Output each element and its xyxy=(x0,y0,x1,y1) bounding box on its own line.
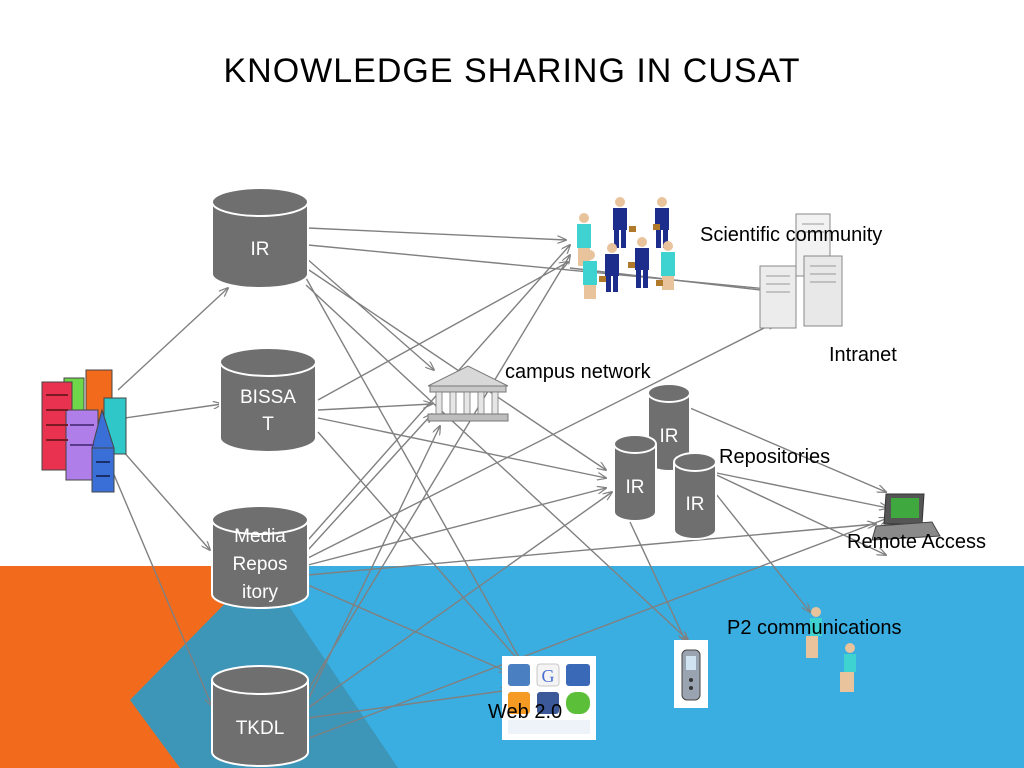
label-intranet: Intranet xyxy=(829,344,897,366)
arrow xyxy=(317,404,432,411)
label-repositories: Repositories xyxy=(719,446,831,468)
mobile-phone-icon xyxy=(674,640,708,708)
arrow xyxy=(307,690,510,719)
arrow xyxy=(111,469,212,706)
cylinder-label: Repos xyxy=(233,554,288,575)
cylinder-tkdl: TKDL xyxy=(211,665,309,767)
laptop-icon xyxy=(871,493,941,541)
arrow xyxy=(307,255,570,691)
person-icon xyxy=(806,607,822,658)
label-remote-access: Remote Access xyxy=(847,531,986,553)
cylinder-label: IR xyxy=(251,239,270,260)
cylinder-ir: IR xyxy=(211,187,309,289)
repository-label: IR xyxy=(626,477,645,498)
repository-label: IR xyxy=(686,494,705,515)
campus-building-icon xyxy=(427,365,509,422)
arrows-group xyxy=(111,227,888,741)
arrow xyxy=(305,257,434,370)
arrow xyxy=(307,426,440,701)
server-tower-icon xyxy=(759,213,843,329)
web-2-logos-icon: G xyxy=(502,656,596,740)
arrow xyxy=(307,524,876,576)
arrow xyxy=(124,404,222,419)
arrow xyxy=(715,493,810,612)
arrow xyxy=(307,322,776,559)
cylinder-label: itory xyxy=(242,582,278,603)
cylinder-label: Media xyxy=(234,526,286,547)
arrow xyxy=(701,469,888,508)
label-scientific-community: Scientific community xyxy=(700,224,883,246)
svg-text:G: G xyxy=(542,666,555,686)
arrow xyxy=(307,414,432,551)
arrow xyxy=(303,518,888,741)
arrow xyxy=(305,277,526,670)
arrow xyxy=(307,227,566,240)
background-blue-shape xyxy=(262,566,1024,768)
person-icon xyxy=(840,643,856,692)
arrow xyxy=(705,469,886,555)
label-web-2-0: Web 2.0 xyxy=(488,701,563,723)
arrow xyxy=(689,407,886,492)
repository-cylinder: IR xyxy=(673,452,717,540)
arrow xyxy=(317,431,520,662)
cylinder-label: T xyxy=(262,414,274,435)
arrow xyxy=(307,488,606,566)
arrow xyxy=(317,262,568,401)
arrow xyxy=(629,521,686,642)
label-p2-communications: P2 communications xyxy=(727,617,902,639)
arrow xyxy=(307,492,612,709)
arrow xyxy=(307,584,508,672)
cylinder-label: TKDL xyxy=(236,718,285,739)
arrow xyxy=(117,288,228,391)
repository-cylinder: IR xyxy=(613,434,657,522)
label-campus-network: campus network xyxy=(505,361,651,383)
cylinder-media-repository: Media Repos itory xyxy=(211,505,309,609)
arrow xyxy=(305,267,606,470)
city-buildings-icon xyxy=(41,369,127,493)
arrow xyxy=(121,449,210,550)
cylinder-bissat: BISSA T xyxy=(219,347,317,453)
cylinder-label: BISSA xyxy=(240,387,296,408)
business-people-icon xyxy=(577,197,675,299)
arrow xyxy=(317,417,606,478)
slide-title: KNOWLEDGE SHARING IN CUSAT xyxy=(223,52,801,90)
repository-label: IR xyxy=(660,426,679,447)
